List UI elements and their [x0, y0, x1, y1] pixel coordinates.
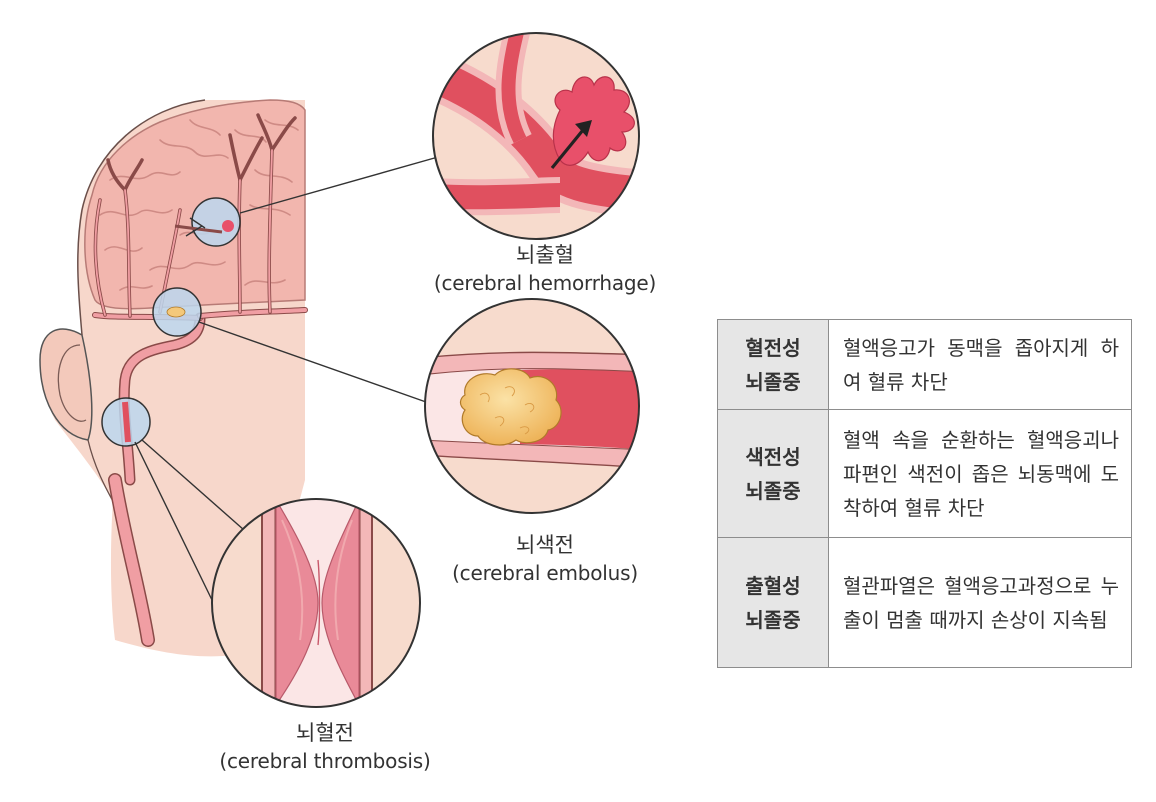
row-header-line2: 뇌졸중 — [745, 478, 801, 503]
row-header-line1: 출혈성 — [745, 573, 801, 598]
row-header: 출혈성 뇌졸중 — [717, 537, 829, 668]
caption-embolus: 뇌색전 (cerebral embolus) — [440, 531, 650, 587]
row-header: 혈전성 뇌졸중 — [717, 319, 829, 410]
caption-thrombosis-ko: 뇌혈전 — [296, 721, 354, 745]
lens-hemorrhage — [432, 32, 640, 240]
lens-embolus-small — [152, 287, 202, 337]
stroke-type-table: 혈전성 뇌졸중 혈액응고가 동맥을 좁아지게 하여 혈류 차단 색전성 뇌졸중 … — [717, 319, 1132, 668]
caption-embolus-en: (cerebral embolus) — [452, 561, 638, 585]
brain — [84, 99, 306, 310]
row-header-line1: 혈전성 — [745, 335, 801, 360]
connector-lines — [134, 156, 439, 601]
caption-embolus-ko: 뇌색전 — [516, 533, 574, 557]
row-header-line2: 뇌졸중 — [745, 369, 801, 394]
row-header-line1: 색전성 — [745, 444, 801, 469]
table-row: 출혈성 뇌졸중 혈관파열은 혈액응고과정으로 누출이 멈출 때까지 손상이 지속… — [717, 537, 1132, 668]
lens-thrombosis-small — [101, 397, 151, 447]
lens-thrombosis — [211, 498, 421, 708]
lens-hemorrhage-small — [174, 197, 241, 247]
caption-thrombosis: 뇌혈전 (cerebral thrombosis) — [205, 719, 445, 775]
caption-hemorrhage-en: (cerebral hemorrhage) — [433, 271, 657, 295]
caption-hemorrhage: 뇌출혈 (cerebral hemorrhage) — [430, 241, 660, 297]
row-description: 혈액 속을 순환하는 혈액응괴나 파편인 색전이 좁은 뇌동맥에 도착하여 혈류… — [828, 409, 1132, 538]
row-description: 혈관파열은 혈액응고과정으로 누출이 멈출 때까지 손상이 지속됨 — [828, 537, 1132, 668]
caption-hemorrhage-ko: 뇌출혈 — [516, 243, 574, 267]
row-header: 색전성 뇌졸중 — [717, 409, 829, 538]
row-description: 혈액응고가 동맥을 좁아지게 하여 혈류 차단 — [828, 319, 1132, 410]
table-row: 색전성 뇌졸중 혈액 속을 순환하는 혈액응괴나 파편인 색전이 좁은 뇌동맥에… — [717, 409, 1132, 538]
row-header-line2: 뇌졸중 — [745, 607, 801, 632]
caption-thrombosis-en: (cerebral thrombosis) — [219, 749, 431, 773]
lens-embolus — [424, 298, 640, 514]
table-row: 혈전성 뇌졸중 혈액응고가 동맥을 좁아지게 하여 혈류 차단 — [717, 319, 1132, 410]
